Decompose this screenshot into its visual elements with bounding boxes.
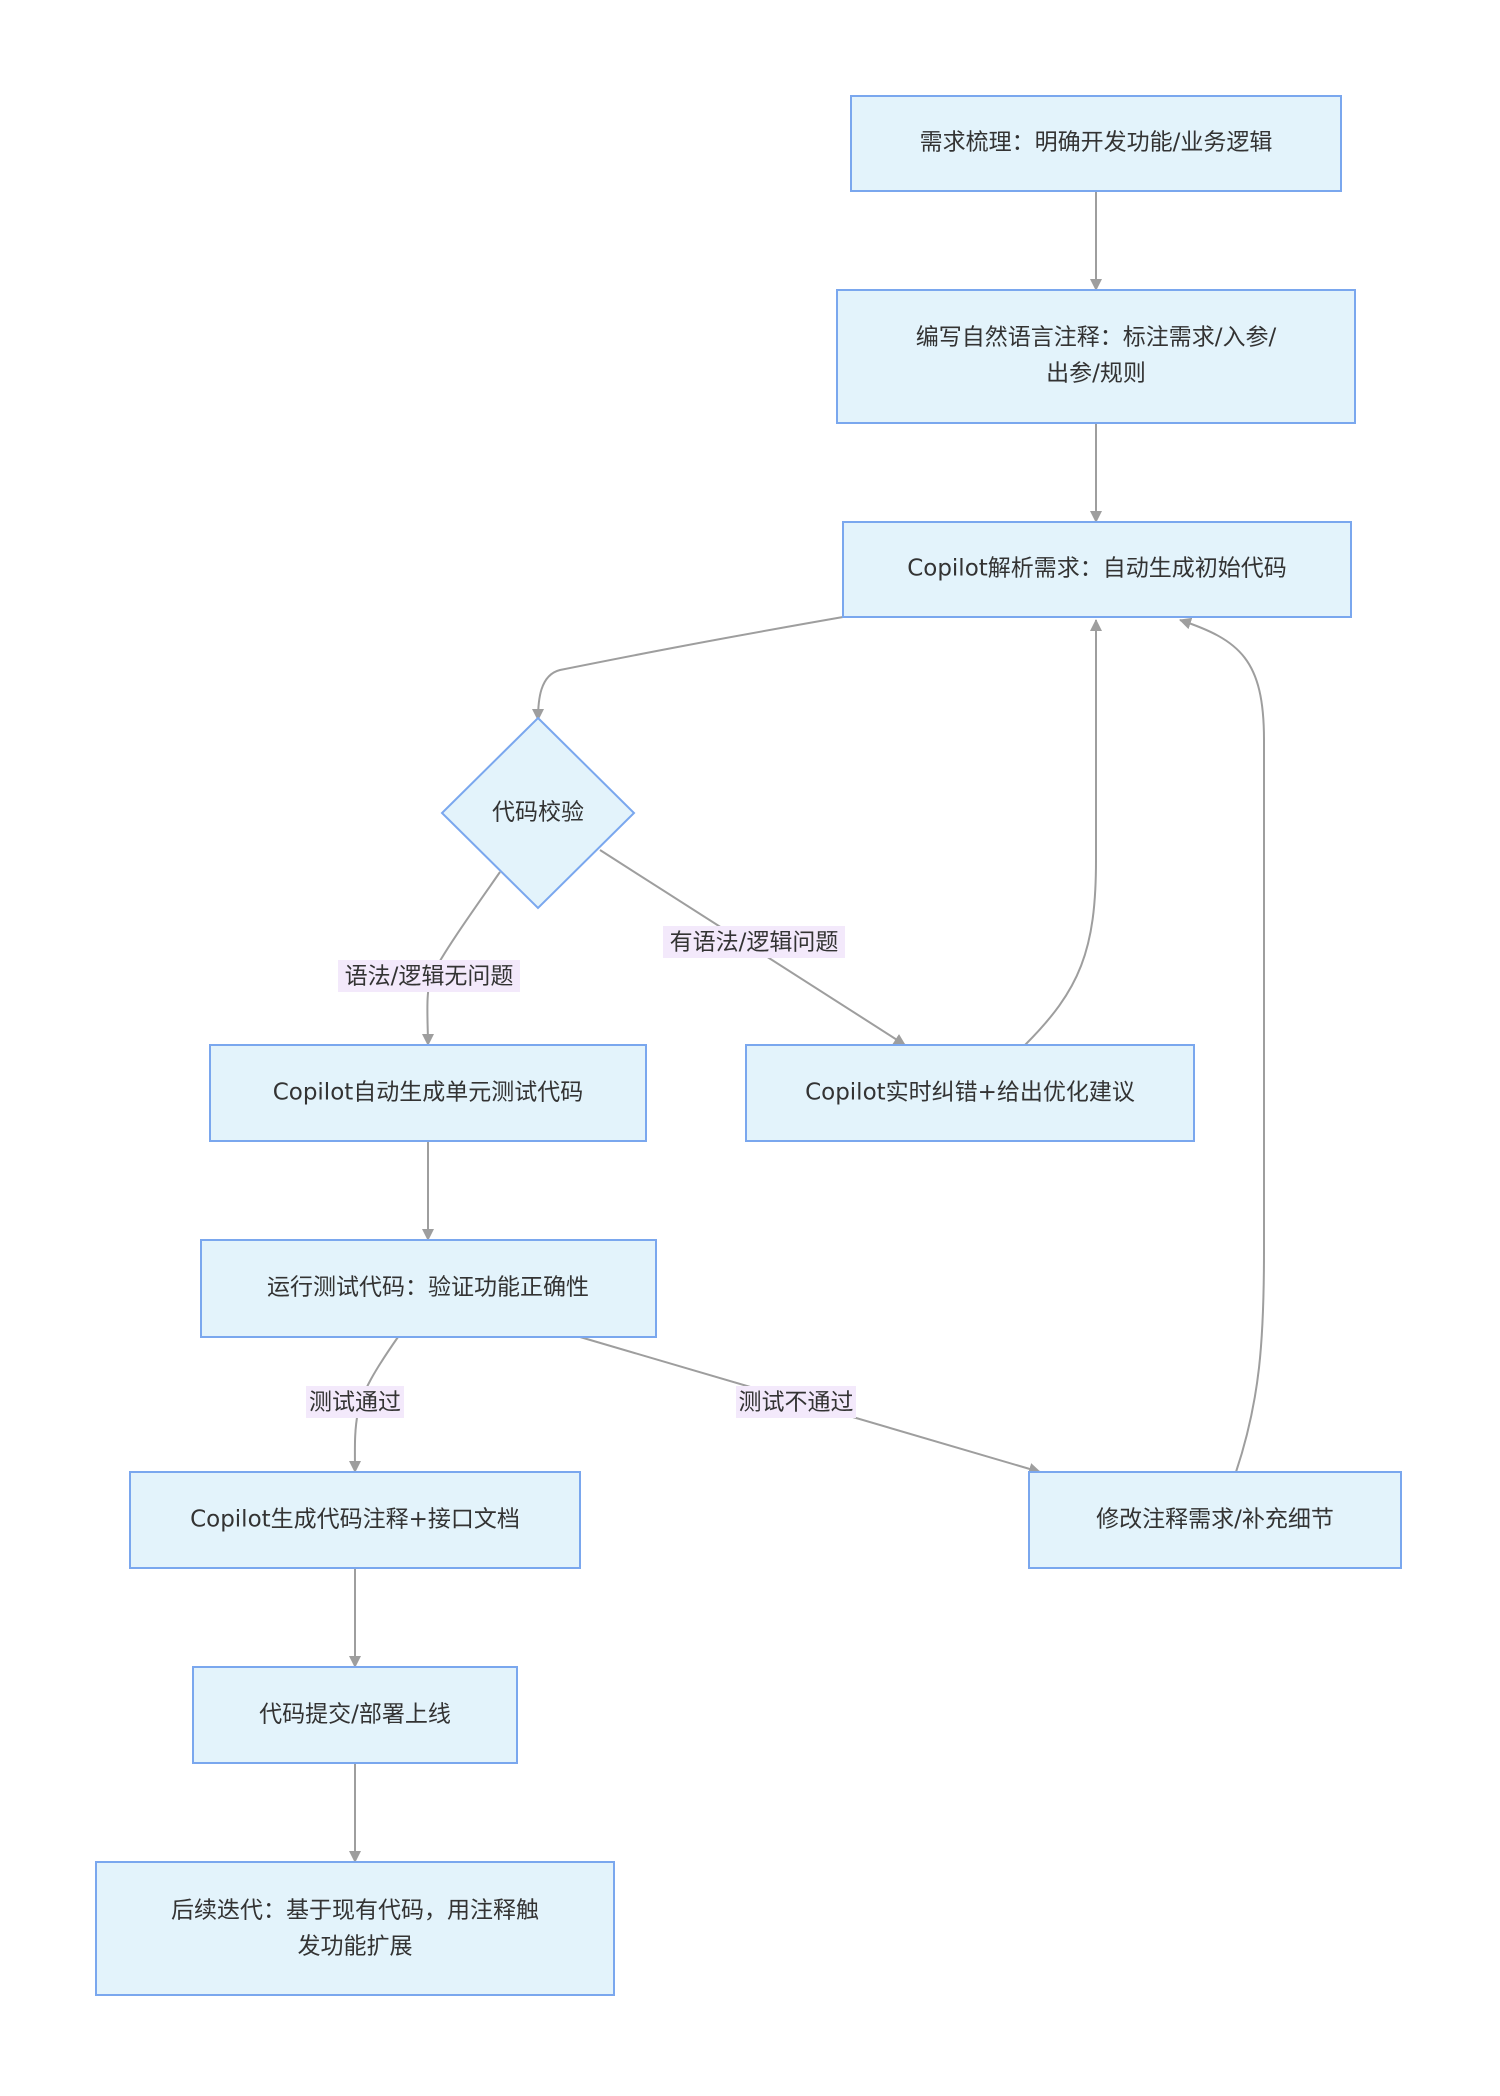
- edge-label-no-issue-bg: [338, 960, 520, 992]
- node-revise: 修改注释需求/补充细节: [1028, 1471, 1402, 1569]
- edge-labels: 语法/逻辑无问题 有语法/逻辑问题 测试通过 测试不通过: [306, 926, 856, 1418]
- node-validate-label: 代码校验: [492, 800, 584, 826]
- node-revise-label: 修改注释需求/补充细节: [1096, 1507, 1334, 1533]
- node-iterate-label-line1: 后续迭代：基于现有代码，用注释触: [171, 1898, 539, 1924]
- node-comments-label-line2: 出参/规则: [1046, 361, 1146, 387]
- node-generate: Copilot解析需求：自动生成初始代码: [842, 521, 1352, 618]
- node-run-tests-box: [200, 1239, 657, 1338]
- node-requirements-box: [850, 95, 1342, 192]
- edge-revise-to-generate: [1179, 617, 1265, 1473]
- node-docs-box: [129, 1471, 581, 1569]
- edge-label-has-issue-bg: [663, 926, 845, 958]
- node-run-tests-label: 运行测试代码：验证功能正确性: [267, 1275, 589, 1301]
- node-deploy-label: 代码提交/部署上线: [259, 1702, 451, 1728]
- node-unit-tests-label: Copilot自动生成单元测试代码: [273, 1080, 584, 1106]
- node-deploy-box: [192, 1666, 518, 1764]
- node-validate-diamond: [440, 716, 636, 910]
- edge-label-test-pass-text: 测试通过: [309, 1390, 401, 1416]
- node-deploy: 代码提交/部署上线: [192, 1666, 518, 1764]
- nodes: 需求梳理：明确开发功能/业务逻辑 编写自然语言注释：标注需求/入参/ 出参/规则…: [95, 95, 1402, 1996]
- edge-fix-to-generate: [1024, 619, 1102, 1046]
- node-comments-label-line1: 编写自然语言注释：标注需求/入参/: [916, 325, 1277, 351]
- edges: [348, 191, 1265, 1863]
- node-revise-box: [1028, 1471, 1402, 1569]
- node-requirements: 需求梳理：明确开发功能/业务逻辑: [850, 95, 1342, 192]
- edge-label-test-fail-text: 测试不通过: [739, 1390, 854, 1416]
- node-fix: Copilot实时纠错+给出优化建议: [745, 1044, 1195, 1142]
- node-iterate-box: [95, 1861, 615, 1996]
- edge-label-test-fail: 测试不通过: [736, 1386, 856, 1418]
- node-unit-tests: Copilot自动生成单元测试代码: [209, 1044, 647, 1142]
- edge-label-no-issue-text: 语法/逻辑无问题: [345, 964, 514, 990]
- node-generate-label: Copilot解析需求：自动生成初始代码: [907, 556, 1287, 582]
- node-generate-box: [842, 521, 1352, 618]
- edge-label-has-issue-text: 有语法/逻辑问题: [670, 930, 839, 956]
- node-requirements-label: 需求梳理：明确开发功能/业务逻辑: [920, 130, 1273, 156]
- node-docs-label: Copilot生成代码注释+接口文档: [190, 1507, 520, 1533]
- node-run-tests: 运行测试代码：验证功能正确性: [200, 1239, 657, 1338]
- node-unit-tests-box: [209, 1044, 647, 1142]
- edge-label-test-pass: 测试通过: [306, 1386, 404, 1418]
- node-comments: 编写自然语言注释：标注需求/入参/ 出参/规则: [836, 289, 1356, 424]
- node-iterate: 后续迭代：基于现有代码，用注释触 发功能扩展: [95, 1861, 615, 1996]
- edge-label-test-fail-bg: [736, 1386, 856, 1418]
- node-comments-box: [836, 289, 1356, 424]
- edge-label-test-pass-bg: [306, 1386, 404, 1418]
- edge-label-no-issue: 语法/逻辑无问题: [338, 960, 520, 992]
- node-iterate-label-line2: 发功能扩展: [298, 1934, 413, 1960]
- edge-validate-to-unit-tests: [421, 871, 501, 1046]
- node-fix-box: [745, 1044, 1195, 1142]
- node-validate: 代码校验: [440, 716, 636, 910]
- node-fix-label: Copilot实时纠错+给出优化建议: [805, 1080, 1135, 1106]
- edge-label-has-issue: 有语法/逻辑问题: [663, 926, 845, 958]
- edge-generate-to-validate: [532, 616, 844, 721]
- node-docs: Copilot生成代码注释+接口文档: [129, 1471, 581, 1569]
